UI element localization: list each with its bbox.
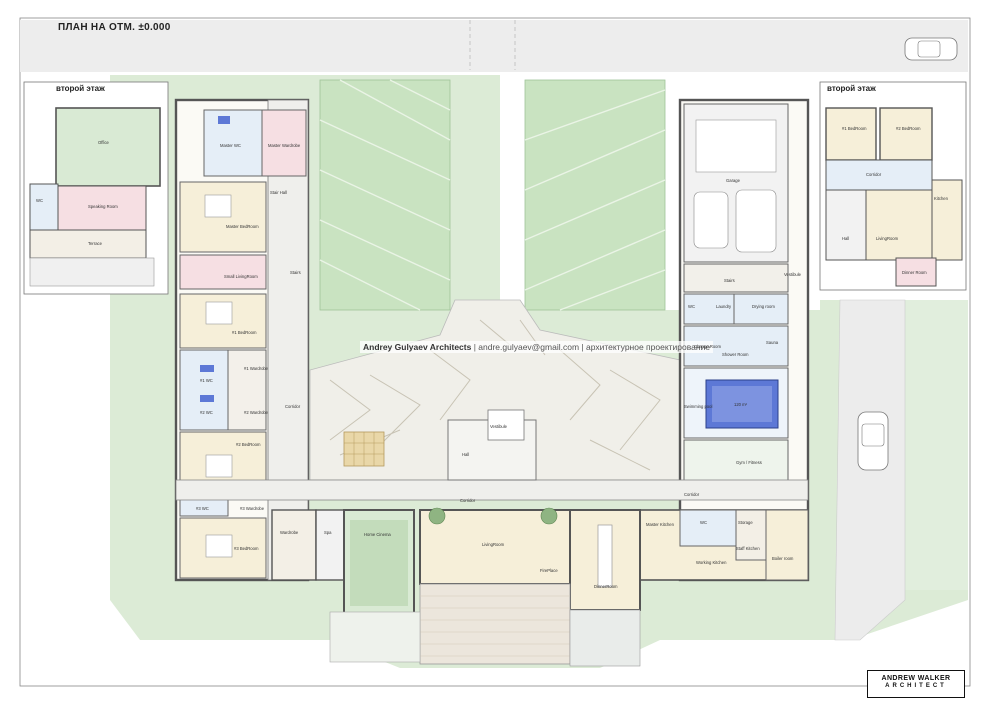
room-label-terrace-left: Terrace xyxy=(88,241,102,246)
room-label-fireplace: FirePlace xyxy=(540,568,558,573)
room-label-hall: Hall xyxy=(462,452,470,457)
second-floor-inset-right xyxy=(819,81,967,291)
room-label-corridor-center: Corridor xyxy=(460,498,476,503)
courtyard-lawn-right xyxy=(524,79,666,311)
room-label-wc-a: #1 WC xyxy=(200,378,213,383)
room-label-wardrobe-a: #1 Wardrobe xyxy=(244,366,269,371)
second-floor-label-left: второй этаж xyxy=(56,84,105,93)
room-label-vestibule-right: Vestibule xyxy=(784,272,801,277)
room-label-wc-kitchen: WC xyxy=(700,520,707,525)
courtyard-lawn-left xyxy=(319,79,451,311)
room-label-kitchen-r: Kitchen xyxy=(934,196,948,201)
car-icon xyxy=(904,37,958,61)
room-label-livingroom-r: LivingRoom xyxy=(876,236,899,241)
second-floor-inset-left xyxy=(23,81,169,295)
second-floor-label-right: второй этаж xyxy=(827,84,876,93)
room-label-small-livingroom: Small LivingRoom xyxy=(224,274,258,279)
tree-icon xyxy=(428,507,558,525)
room-label-stair-hall: Stair Hall xyxy=(270,190,287,195)
south-wing xyxy=(175,409,809,667)
studio-name: Andrey Gulyaev Architects xyxy=(363,342,472,352)
watermark: Andrey Gulyaev Architects | andre.gulyae… xyxy=(360,341,714,353)
room-label-sauna: Sauna xyxy=(766,340,779,345)
room-label-working-kitchen: Working Kitchen xyxy=(696,560,727,565)
room-label-bedroom3: #3 BedRoom xyxy=(234,546,259,551)
room-label-dining-r: Dinner Room xyxy=(902,270,927,275)
room-label-wardrobe-d: Wardrobe xyxy=(280,530,299,535)
room-label-swimming-pool: Swimming pool xyxy=(684,404,713,409)
room-label-master-wardrobe: Master Wardrobe xyxy=(268,143,301,148)
room-label-bedroom-r2: #2 BedRoom xyxy=(896,126,921,131)
room-label-stairs-left: Stairs xyxy=(290,270,301,275)
studio-email: andre.gulyaev@gmail.com xyxy=(478,342,580,352)
room-label-boiler-room: Boiler room xyxy=(772,556,794,561)
room-label-vestibule: Vestibule xyxy=(490,424,507,429)
room-label-staff-kitchen: Staff Kitchen xyxy=(736,546,760,551)
room-label-wc-c: #3 WC xyxy=(196,506,209,511)
room-label-stairs-right: Stairs xyxy=(724,278,735,283)
room-label-wc-right: WC xyxy=(688,304,695,309)
room-label-corridor-right: Corridor xyxy=(684,492,700,497)
room-label-livingroom: LivingRoom xyxy=(482,542,505,547)
room-label-speaking-room: Speaking Room xyxy=(88,204,118,209)
room-label-garage: Garage xyxy=(726,178,740,183)
logo-line-2: ARCHITECT xyxy=(885,683,947,689)
studio-tagline: архитектурное проектирование xyxy=(585,342,711,352)
room-label-pool-area: 120 m² xyxy=(734,402,748,407)
room-label-laundry: Laundry xyxy=(716,304,732,309)
room-label-master-kitchen: Master Kitchen xyxy=(646,522,674,527)
room-label-bedroom-r1: #1 BedRoom xyxy=(842,126,867,131)
room-label-shower-room: Shower Room xyxy=(722,352,749,357)
room-label-corridor-left: Corridor xyxy=(285,404,301,409)
room-label-dining-room: DinnerRoom xyxy=(594,584,618,589)
room-label-wc-b: #2 WC xyxy=(200,410,213,415)
room-label-drying-room: Drying room xyxy=(752,304,775,309)
drawing-title: ПЛАН НА ОТМ. ±0.000 xyxy=(58,22,171,33)
room-label-closet: #3 Wardrobe xyxy=(240,506,265,511)
room-label-gym: Gym / Fitness xyxy=(736,460,762,465)
room-label-wc-left: WC xyxy=(36,198,43,203)
room-label-home-cinema: Home Cinema xyxy=(364,532,391,537)
road xyxy=(20,20,968,72)
room-label-change-room: Change Room xyxy=(694,344,722,349)
left-wing xyxy=(174,98,310,582)
architect-logo: ANDREW WALKER ARCHITECT xyxy=(867,670,965,698)
room-label-master-bedroom: Master BedRoom xyxy=(226,224,259,229)
room-label-master-wc: Master WC xyxy=(220,143,241,148)
room-label-corridor-r: Corridor xyxy=(866,172,882,177)
room-label-storage: Storage xyxy=(738,520,753,525)
room-label-bedroom1: #1 BedRoom xyxy=(232,330,257,335)
room-label-hall-r: Hall xyxy=(842,236,850,241)
room-label-wardrobe-b: #2 Wardrobe xyxy=(244,410,269,415)
room-label-bedroom2: #2 BedRoom xyxy=(236,442,261,447)
room-label-office: Office xyxy=(98,140,109,145)
car-icon xyxy=(857,411,889,471)
room-label-spa: Spa xyxy=(324,530,332,535)
logo-line-1: ANDREW WALKER xyxy=(881,675,951,682)
